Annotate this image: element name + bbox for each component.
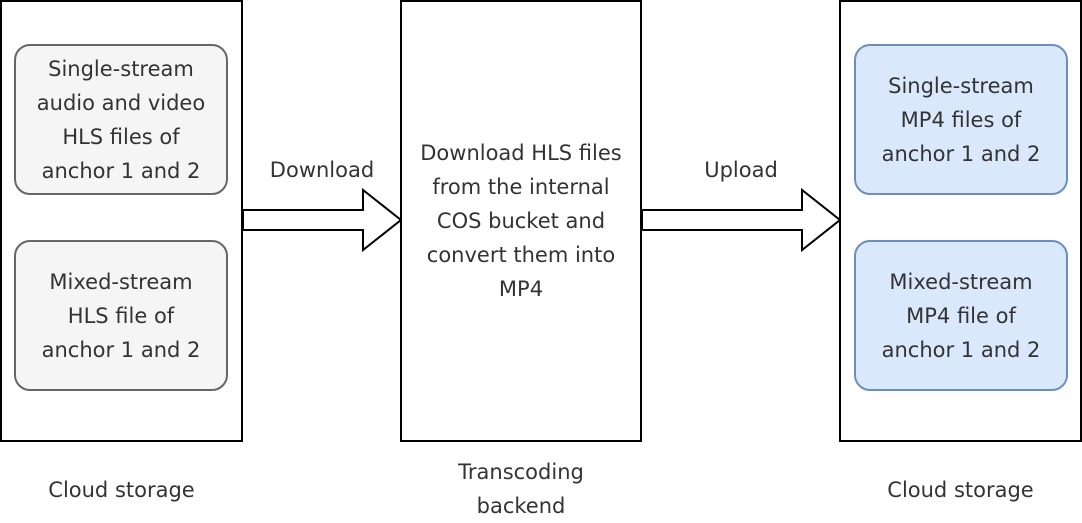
- single-stream-hls-files-node: Single-stream audio and video HLS files …: [14, 44, 228, 195]
- mixed-stream-hls-file-node: Mixed-stream HLS file of anchor 1 and 2: [14, 240, 228, 391]
- transcoding-backend-panel: [400, 0, 642, 442]
- cloud-storage-source-caption: Cloud storage: [48, 478, 195, 502]
- transcoding-description: Download HLS files from the internal COS…: [420, 141, 622, 301]
- cloud-storage-destination-caption: Cloud storage: [887, 478, 1034, 502]
- transcoding-backend-caption: Transcoding backend: [458, 460, 584, 518]
- download-label: Download: [269, 158, 375, 182]
- upload-label: Upload: [704, 158, 778, 182]
- single-stream-mp4-files-node: Single-stream MP4 files of anchor 1 and …: [854, 44, 1068, 195]
- mixed-stream-mp4-file-node: Mixed-stream MP4 file of anchor 1 and 2: [854, 240, 1068, 391]
- upload-arrow: [641, 187, 842, 253]
- download-arrow: [242, 187, 403, 253]
